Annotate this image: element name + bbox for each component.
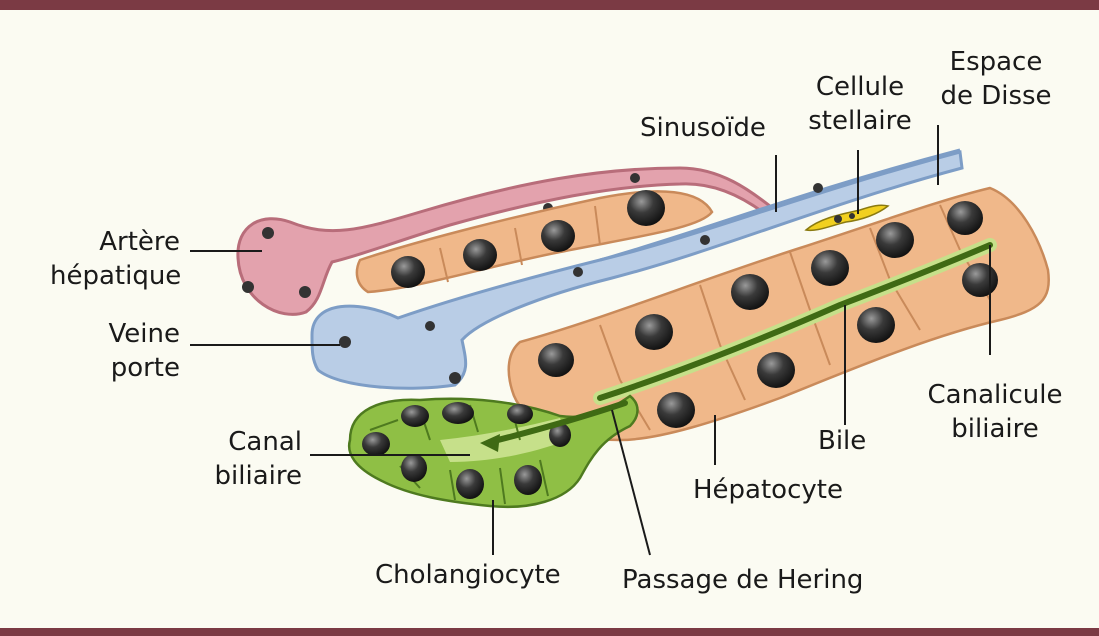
label-canalicule-biliaire: Canalicule biliaire [910, 378, 1080, 446]
bile-duct [347, 394, 639, 509]
label-cholangiocyte: Cholangiocyte [375, 560, 561, 590]
leader-lines [190, 125, 991, 556]
label-espace-de-disse: Espace de Disse [926, 45, 1066, 113]
label-canalicule-line1: Canalicule [927, 380, 1063, 410]
label-canal-biliaire: Canal biliaire [170, 425, 302, 493]
portal-vein [310, 148, 964, 390]
label-bile: Bile [818, 426, 867, 456]
label-hepatocyte: Hépatocyte [693, 475, 843, 505]
label-canal-line2: biliaire [214, 461, 302, 491]
label-artere-line2: hépatique [50, 261, 182, 291]
label-canal-line1: Canal [228, 427, 302, 457]
label-espace-line2: de Disse [940, 81, 1052, 111]
label-veine-line2: porte [110, 353, 180, 383]
label-canalicule-line2: biliaire [951, 414, 1039, 444]
bottom-border [0, 628, 1099, 636]
label-cellule-stellaire: Cellule stellaire [795, 70, 925, 138]
label-passage-de-hering: Passage de Hering [622, 565, 864, 595]
label-veine-line1: Veine [108, 319, 180, 349]
label-artere-line1: Artère [99, 227, 180, 257]
label-artere-hepatique: Artère hépatique [50, 225, 182, 293]
hepatic-artery [236, 166, 778, 316]
top-border [0, 0, 1099, 10]
label-veine-porte: Veine porte [50, 317, 180, 385]
label-sinusoide: Sinusoïde [640, 113, 766, 143]
bile-canaliculus [593, 238, 997, 405]
label-cellule-line1: Cellule [815, 72, 905, 102]
label-espace-line1: Espace [949, 47, 1043, 77]
upper-hepatocyte-plate [355, 190, 714, 294]
stellate-cell [804, 204, 890, 232]
label-cellule-line2: stellaire [808, 106, 912, 136]
